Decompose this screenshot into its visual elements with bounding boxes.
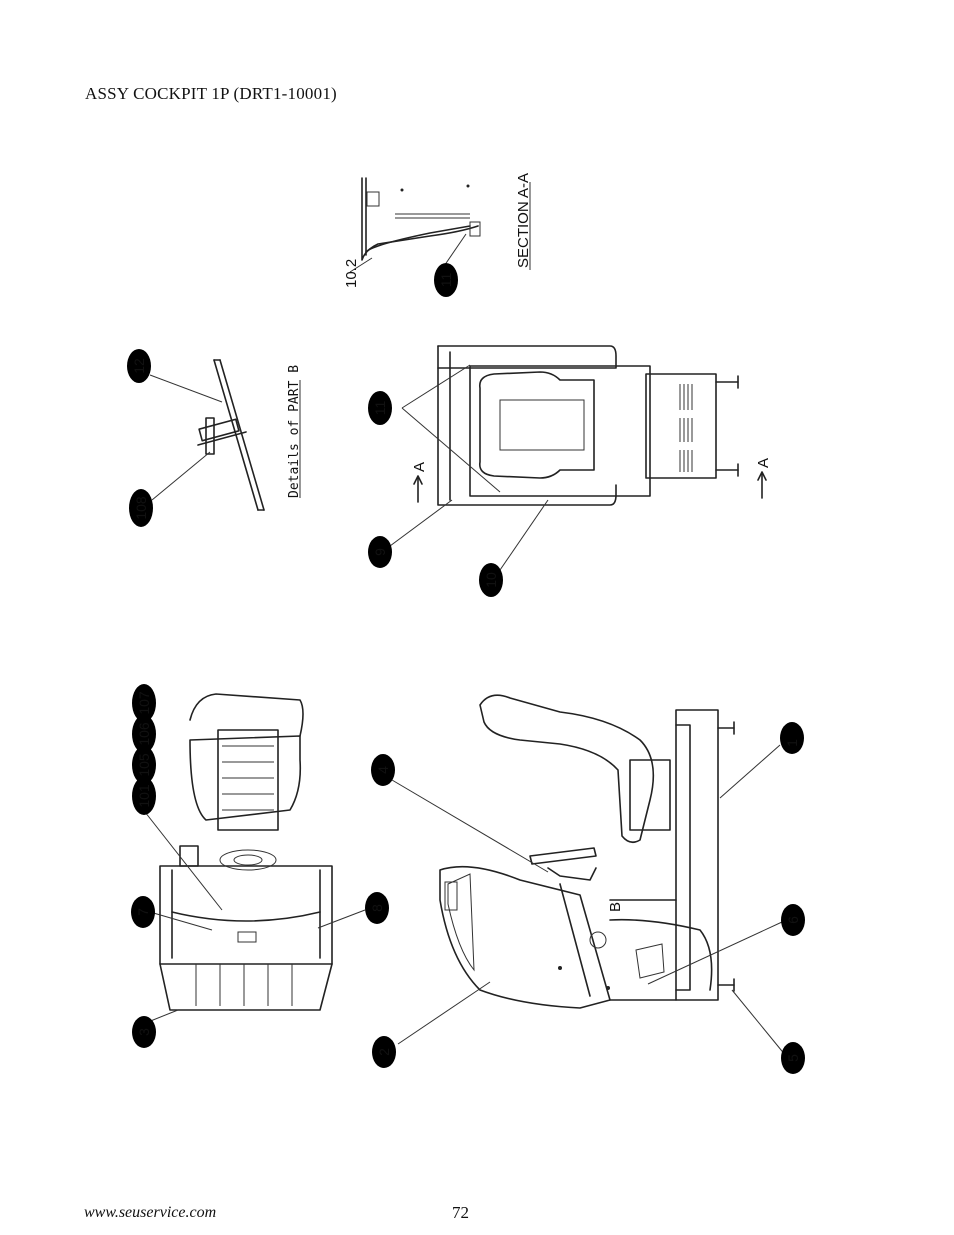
svg-text:105: 105 — [136, 753, 152, 777]
svg-text:106: 106 — [136, 722, 152, 746]
dimension-label: 10.2 — [343, 259, 360, 288]
callout-7: 7 — [131, 896, 155, 928]
svg-text:11: 11 — [438, 273, 454, 288]
detail-part-b-view: Details of PART B — [149, 359, 302, 511]
svg-text:1: 1 — [784, 739, 800, 747]
top-view-cockpit: A A — [389, 345, 772, 571]
svg-text:3: 3 — [136, 1028, 152, 1036]
svg-text:108: 108 — [133, 496, 149, 520]
svg-text:11: 11 — [372, 401, 388, 416]
point-b-label: B — [607, 902, 624, 912]
callout-4: 4 — [371, 754, 395, 786]
svg-text:10: 10 — [483, 572, 499, 588]
svg-text:6: 6 — [785, 916, 801, 924]
section-a-a-view: 10.2 SECTION A-A — [343, 173, 532, 288]
svg-text:9: 9 — [372, 548, 388, 556]
page-title: ASSY COCKPIT 1P (DRT1-10001) — [85, 84, 337, 103]
svg-text:12: 12 — [131, 358, 147, 374]
svg-text:4: 4 — [375, 766, 391, 774]
arrow-a-top: A — [411, 462, 428, 472]
section-label: SECTION A-A — [515, 173, 532, 268]
details-label: Details of PART B — [287, 365, 302, 498]
rear-view-cockpit — [144, 693, 366, 1023]
svg-text:2: 2 — [376, 1048, 392, 1056]
svg-text:101: 101 — [136, 784, 152, 808]
arrow-a-bottom: A — [755, 458, 772, 468]
footer-url: www.seuservice.com — [84, 1204, 217, 1221]
callout-6: 6 — [781, 904, 805, 936]
callout-101: 101 — [132, 777, 156, 815]
callout-11-mid: 11 — [368, 391, 392, 425]
callout-12: 12 — [127, 349, 151, 383]
callout-5: 5 — [781, 1042, 805, 1074]
callout-1: 1 — [780, 722, 804, 754]
svg-text:8: 8 — [369, 904, 385, 912]
svg-text:5: 5 — [785, 1054, 801, 1062]
page-number: 72 — [452, 1203, 469, 1222]
callout-108: 108 — [129, 489, 153, 527]
callout-105: 105 — [132, 746, 156, 784]
svg-text:7: 7 — [135, 908, 151, 916]
callout-107: 107 — [132, 684, 156, 722]
side-view-cockpit: B — [391, 694, 787, 1057]
callout-9: 9 — [368, 536, 392, 568]
callout-106: 106 — [132, 715, 156, 753]
callout-3: 3 — [132, 1016, 156, 1048]
callout-11-top: 11 — [434, 263, 458, 297]
callout-8: 8 — [365, 892, 389, 924]
svg-text:107: 107 — [136, 691, 152, 715]
callout-10: 10 — [479, 563, 503, 597]
callout-2: 2 — [372, 1036, 396, 1068]
